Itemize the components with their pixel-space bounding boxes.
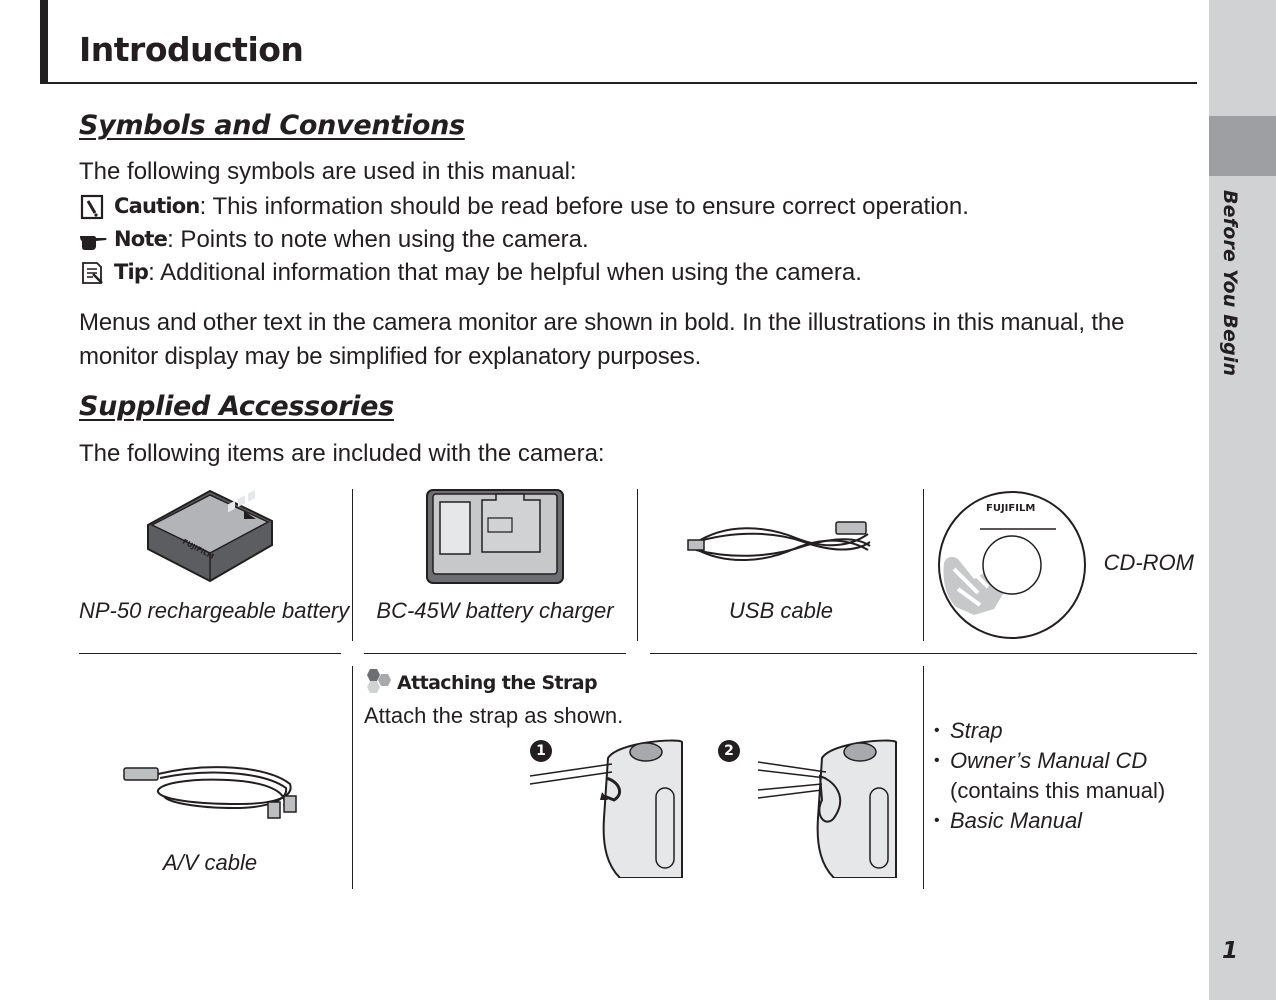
battery-illustration: FUJIFILM [144, 489, 276, 589]
grid-divider [650, 653, 1197, 654]
strap-text: Attach the strap as shown. [364, 703, 624, 728]
list-item: Strap [934, 716, 1165, 746]
cd-rom-caption: CD-ROM [1103, 550, 1194, 575]
av-cable-caption: A/V cable [162, 850, 258, 875]
note-text: : Points to note when using the camera. [167, 226, 589, 253]
grid-divider [352, 489, 353, 641]
strap-title: Attaching the Strap [397, 672, 598, 694]
cd-rom-illustration: FUJIFILM [934, 489, 1090, 645]
usb-cable-illustration [686, 516, 876, 576]
side-tab-label: Before You Begin [1219, 190, 1241, 377]
header-rule [40, 82, 1197, 84]
grid-divider [923, 666, 924, 889]
strap-step-1-illustration [528, 738, 684, 882]
pointing-hand-icon [79, 227, 107, 253]
accessories-heading: Supplied Accessories [79, 391, 394, 422]
tip-line: Tip : Additional information that may be… [79, 256, 862, 289]
caution-icon [79, 194, 107, 220]
symbols-intro: The following symbols are used in this m… [79, 158, 577, 185]
symbols-heading: Symbols and Conventions [79, 110, 465, 141]
tip-icon [79, 260, 107, 286]
usb-cable-caption: USB cable [729, 598, 833, 623]
caution-text: : This information should be read before… [199, 193, 969, 220]
battery-caption: NP-50 rechargeable battery [79, 598, 350, 623]
cd-brand-label: FUJIFILM [986, 503, 1035, 514]
charger-illustration [424, 488, 566, 590]
tip-text: : Additional information that may be hel… [148, 259, 862, 286]
list-item: Owner’s Manual CD(contains this manual) [934, 746, 1165, 806]
symbols-paragraph: Menus and other text in the camera monit… [79, 309, 1125, 370]
caution-line: Caution : This information should be rea… [79, 190, 969, 223]
strap-step-2-illustration [756, 738, 898, 882]
page-title: Introduction [79, 30, 304, 69]
step-1-badge: 1 [530, 740, 552, 762]
av-cable-illustration [118, 762, 300, 826]
list-item: Basic Manual [934, 806, 1165, 836]
step-2-badge: 2 [718, 740, 740, 762]
grid-divider [637, 489, 638, 641]
charger-caption: BC-45W battery charger [376, 598, 614, 623]
hexagon-icon [364, 668, 392, 698]
grid-divider [923, 489, 924, 641]
list-item-note: (contains this manual) [950, 778, 1166, 803]
grid-divider [352, 666, 353, 889]
header-bar [40, 0, 48, 84]
side-tab-marker [1209, 116, 1276, 176]
grid-divider [364, 653, 626, 654]
note-line: Note : Points to note when using the cam… [79, 223, 589, 256]
accessories-intro: The following items are included with th… [79, 440, 605, 467]
included-items-list: Strap Owner’s Manual CD(contains this ma… [934, 716, 1165, 836]
strap-heading: Attaching the Strap [364, 668, 598, 698]
caution-term: Caution [114, 194, 200, 218]
note-term: Note [114, 227, 168, 251]
page-number: 1 [1222, 938, 1239, 964]
tip-term: Tip [114, 260, 149, 284]
grid-divider [79, 653, 341, 654]
